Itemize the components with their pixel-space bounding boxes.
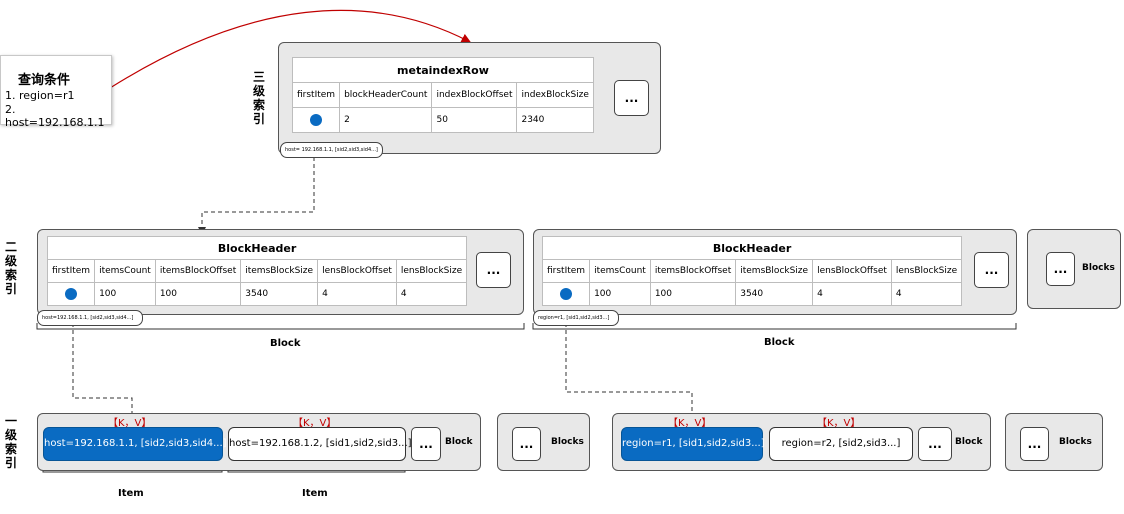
blocks-level1-left-label: Blocks (551, 437, 584, 447)
item-region-1: region=r1, [sid1,sid2,sid3...] (621, 427, 765, 461)
meta-to-blockheader-connector (198, 157, 315, 235)
bh-right-cell-lensblockoffset: 4 (812, 282, 892, 306)
item-label-2: Item (302, 488, 328, 499)
item-host-1: host=192.168.1.1, [sid2,sid3,sid4...] (43, 427, 227, 461)
bh-right-header-itemsblocksize: itemsBlockSize (735, 259, 814, 283)
metaindex-firstitem-pill: host= 192.168.1.1, [sid2,sid3,sid4...] (280, 142, 383, 158)
item-label-1: Item (118, 488, 144, 499)
level-label-third: 三级索引 (252, 70, 265, 126)
bh-right-header-lensblocksize: lensBlockSize (890, 259, 963, 283)
item-block-right-more-box: ... (918, 427, 952, 461)
bh-left-header-lensblocksize: lensBlockSize (395, 259, 468, 283)
metaindex-title: metaindexRow (292, 57, 594, 83)
bh-right-header-itemscount: itemsCount (589, 259, 651, 283)
kv-label-right-1: 【K，V】 (668, 418, 712, 429)
blockheader-right-firstitem-pill: region=r1, [sid1,sid2,sid3...] (533, 310, 619, 326)
block-label-right: Block (764, 337, 795, 348)
blocks-level1-left-more-box: ... (512, 427, 541, 461)
bh-left-cell-lensblocksize: 4 (395, 282, 468, 306)
blockheader-table-left: BlockHeader firstItem itemsCount itemsBl… (46, 236, 468, 306)
metaindex-more-box: ... (614, 80, 649, 116)
kv-label-right-2: 【K，V】 (817, 418, 861, 429)
blocks-level1-right-more-box: ... (1020, 427, 1049, 461)
query-condition-box: 查询条件 1. region=r1 2. host=192.168.1.1 (0, 55, 112, 129)
bh-left-header-itemsblocksize: itemsBlockSize (240, 259, 319, 283)
blocks-level1-right-label: Blocks (1059, 437, 1092, 447)
blockheader-right-to-item-connector (565, 323, 696, 427)
meta-cell-blockheadercount: 2 (339, 107, 433, 133)
bh-left-header-lensblockoffset: lensBlockOffset (317, 259, 397, 283)
blocks-panel-level2: ... Blocks (1027, 229, 1121, 309)
bh-left-header-itemsblockoffset: itemsBlockOffset (154, 259, 242, 283)
blocks-panel-level1-left: ... Blocks (497, 413, 590, 471)
blockheader-table-right: BlockHeader firstItem itemsCount itemsBl… (541, 236, 963, 306)
blockheader-title-right: BlockHeader (541, 236, 963, 260)
bh-right-cell-itemscount: 100 (589, 282, 651, 306)
bh-left-cell-itemsblocksize: 3540 (240, 282, 319, 306)
pointer-dot-icon (65, 288, 78, 300)
item-block-left-label: Block (445, 437, 473, 447)
bh-left-cell-firstitem (46, 282, 96, 306)
metaindex-table: metaindexRow firstItem blockHeaderCount … (291, 57, 594, 133)
item-block-left-more-box: ... (411, 427, 441, 461)
blockheader-panel-right: BlockHeader firstItem itemsCount itemsBl… (533, 229, 1017, 315)
bh-right-cell-itemsblockoffset: 100 (649, 282, 737, 306)
query-condition-2: 2. host=192.168.1.1 (5, 103, 105, 129)
pointer-dot-icon (560, 288, 573, 300)
blockheader-title-left: BlockHeader (46, 236, 468, 260)
kv-label-left-2: 【K，V】 (293, 418, 337, 429)
blockheader-left-firstitem-pill: host=192.168.1.1, [sid2,sid3,sid4...] (37, 310, 143, 326)
bh-right-cell-lensblocksize: 4 (890, 282, 963, 306)
level-label-first: 一级索引 (4, 414, 17, 470)
query-condition-1: 1. region=r1 (5, 89, 75, 102)
bh-right-header-firstitem: firstItem (541, 259, 591, 283)
pointer-dot-icon (310, 114, 323, 126)
blocks-level2-label: Blocks (1082, 263, 1115, 273)
bh-left-header-firstitem: firstItem (46, 259, 96, 283)
bh-left-cell-lensblockoffset: 4 (317, 282, 397, 306)
kv-label-left-1: 【K，V】 (108, 418, 152, 429)
bh-right-cell-itemsblocksize: 3540 (735, 282, 814, 306)
meta-cell-indexblocksize: 2340 (516, 107, 594, 133)
blockheader-right-more-box: ... (974, 252, 1009, 288)
meta-header-indexblockoffset: indexBlockOffset (431, 82, 518, 108)
item-block-panel-right: region=r1, [sid1,sid2,sid3...] region=r2… (612, 413, 991, 471)
item-host-2: host=192.168.1.2, [sid1,sid2,sid3...] (228, 427, 412, 461)
meta-cell-indexblockoffset: 50 (431, 107, 518, 133)
block-label-left: Block (270, 338, 301, 349)
meta-header-indexblocksize: indexBlockSize (516, 82, 594, 108)
meta-header-blockheadercount: blockHeaderCount (339, 82, 433, 108)
item-region-2: region=r2, [sid2,sid3...] (769, 427, 913, 461)
query-title: 查询条件 (18, 73, 71, 88)
bh-right-cell-firstitem (541, 282, 591, 306)
bh-left-cell-itemscount: 100 (94, 282, 156, 306)
blocks-panel-level1-right: ... Blocks (1005, 413, 1103, 471)
blockheader-left-to-item-connector (72, 323, 136, 427)
meta-cell-firstitem (291, 107, 341, 133)
item-block-right-label: Block (955, 437, 983, 447)
meta-header-firstitem: firstItem (291, 82, 341, 108)
metaindex-panel: metaindexRow firstItem blockHeaderCount … (278, 42, 661, 154)
level-label-second: 二级索引 (4, 240, 17, 296)
bh-right-header-lensblockoffset: lensBlockOffset (812, 259, 892, 283)
blockheader-panel-left: BlockHeader firstItem itemsCount itemsBl… (37, 229, 524, 315)
bh-left-header-itemscount: itemsCount (94, 259, 156, 283)
item-block-panel-left: host=192.168.1.1, [sid2,sid3,sid4...] ho… (37, 413, 481, 471)
blocks-level2-more-box: ... (1046, 252, 1075, 286)
blockheader-left-more-box: ... (476, 252, 511, 288)
bh-left-cell-itemsblockoffset: 100 (154, 282, 242, 306)
bh-right-header-itemsblockoffset: itemsBlockOffset (649, 259, 737, 283)
